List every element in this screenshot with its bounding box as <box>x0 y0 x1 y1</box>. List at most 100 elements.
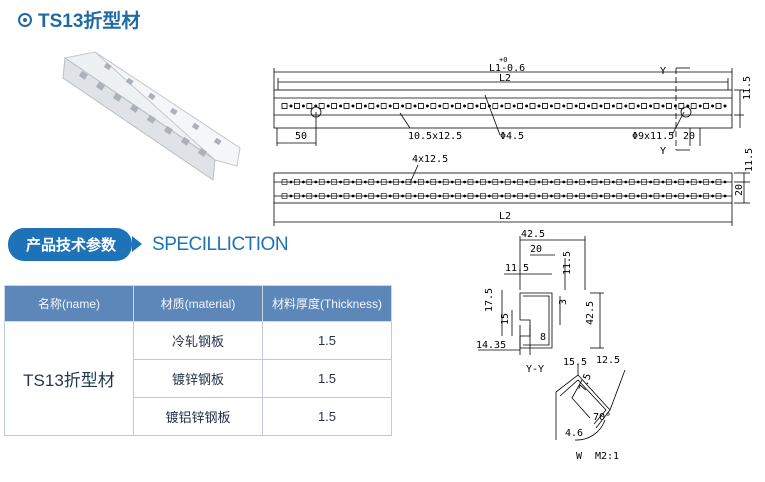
slot-hole <box>294 179 300 185</box>
round-hole <box>562 180 566 184</box>
label-y-top: Y <box>660 66 666 77</box>
detail-w <box>555 365 626 441</box>
slot-hole <box>653 193 660 199</box>
thickness-cell: 1.5 <box>262 397 392 436</box>
slot-hole <box>604 103 610 109</box>
round-hole <box>686 194 690 198</box>
round-hole <box>438 194 442 198</box>
round-hole <box>388 104 392 108</box>
slot-hole <box>318 193 325 199</box>
slot-hole <box>418 193 424 199</box>
slot-hole <box>356 103 362 109</box>
round-hole <box>550 104 553 108</box>
slot-hole <box>542 103 548 109</box>
page-title: TS13折型材 <box>18 6 140 33</box>
slot-hole <box>368 103 375 109</box>
dim-l2-bottom: L2 <box>499 211 511 222</box>
round-hole <box>438 180 442 184</box>
round-hole <box>512 104 516 108</box>
round-hole <box>649 194 652 198</box>
slot-hole <box>356 193 362 199</box>
slot-hole <box>467 193 474 199</box>
slot-hole <box>678 103 685 109</box>
material-cell: 镀铝锌钢板 <box>133 397 263 436</box>
slot-hole <box>690 103 697 109</box>
dim-h115-r2: 11.5 <box>744 148 755 172</box>
slot-hole <box>405 103 412 109</box>
round-hole <box>525 180 528 184</box>
slot-hole <box>380 103 387 109</box>
slot-hole <box>554 179 561 185</box>
slot-hole <box>566 179 573 185</box>
dim-hole45: Φ4.5 <box>500 131 524 142</box>
round-hole <box>388 180 392 184</box>
slot-hole <box>442 193 449 199</box>
round-hole <box>661 104 665 108</box>
round-hole <box>649 180 652 184</box>
round-hole <box>537 180 541 184</box>
round-hole <box>364 180 367 184</box>
round-hole <box>550 180 553 184</box>
round-hole <box>698 180 702 184</box>
dim-yy-425v: 42.5 <box>585 301 596 325</box>
slot-hole <box>554 193 561 199</box>
slot-hole <box>331 103 337 109</box>
slot-hole <box>281 193 288 199</box>
round-hole <box>723 180 727 184</box>
round-hole <box>574 180 578 184</box>
slot-hole <box>331 103 337 109</box>
dim-w-70: 70° <box>593 412 611 423</box>
slot-hole <box>467 103 474 109</box>
slot-hole <box>331 193 337 199</box>
slot-hole <box>616 103 623 109</box>
slot-hole <box>504 179 511 185</box>
slot-hole <box>405 179 412 185</box>
round-hole <box>289 180 293 184</box>
slot-hole <box>343 179 350 185</box>
round-hole <box>674 194 677 198</box>
slot-hole <box>566 103 573 109</box>
round-hole <box>326 180 330 184</box>
slot-hole <box>393 179 399 185</box>
slot-hole <box>294 103 300 109</box>
side-view-outline <box>273 172 733 204</box>
round-hole <box>500 180 504 184</box>
title-text: TS13折型材 <box>38 11 141 32</box>
product-name-cell: TS13折型材 <box>4 321 134 436</box>
slot-hole <box>467 179 474 185</box>
slot-hole <box>653 103 660 109</box>
slot-hole <box>641 193 647 199</box>
col-header-thickness: 材料厚度(Thickness) <box>262 285 392 322</box>
dim-tol: +0 <box>499 56 507 64</box>
round-hole <box>711 104 714 108</box>
slot-hole <box>504 103 511 109</box>
slot-hole <box>480 103 486 109</box>
slot-hole <box>678 193 685 199</box>
slot-hole <box>542 193 548 199</box>
round-hole <box>674 104 677 108</box>
round-hole <box>401 194 404 198</box>
dim-yy-8: 8 <box>540 332 546 343</box>
dim-yy-1435: 14.35 <box>476 340 506 351</box>
slot-hole <box>628 179 635 185</box>
table-row: 镀铝锌钢板 1.5 <box>5 397 392 436</box>
round-hole <box>339 104 342 108</box>
slot-hole <box>604 103 610 109</box>
round-hole <box>574 104 578 108</box>
slot-hole <box>430 103 437 109</box>
round-hole <box>376 180 380 184</box>
spec-header: 产品技术参数 SPECILLICTION <box>8 228 289 261</box>
round-hole <box>376 194 380 198</box>
slot-hole <box>393 103 399 109</box>
dim-slot-4x: 4x12.5 <box>412 154 448 165</box>
slot-hole <box>294 193 300 199</box>
spec-label-en: SPECILLICTION <box>152 233 289 255</box>
dim-yy-20: 20 <box>530 244 542 255</box>
slot-hole <box>281 103 288 109</box>
slot-hole <box>579 103 585 109</box>
slot-hole <box>529 103 536 109</box>
round-hole <box>624 104 628 108</box>
slot-hole <box>442 103 449 109</box>
slot-hole <box>405 193 412 199</box>
round-hole <box>711 194 714 198</box>
